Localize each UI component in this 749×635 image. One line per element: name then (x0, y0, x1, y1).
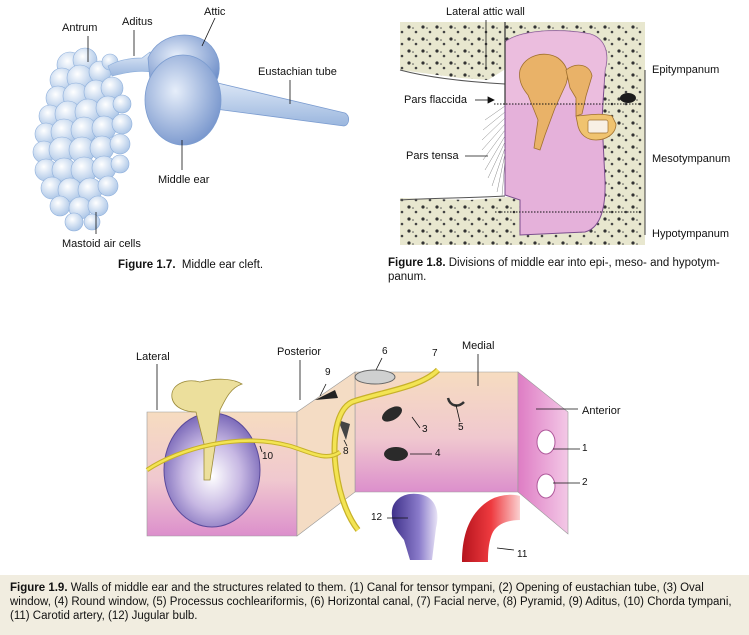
label-pars-flaccida: Pars flaccida (404, 94, 467, 106)
figure-1-8-caption-line2: panum. (388, 271, 427, 283)
label-aditus: Aditus (122, 16, 153, 28)
eustachian-tube-opening (536, 473, 556, 499)
number-8: 8 (343, 446, 349, 457)
canal-tensor-tympani-opening (536, 429, 556, 455)
number-4: 4 (435, 448, 441, 459)
incus-process (565, 64, 593, 117)
fig17-leader-lines (87, 17, 291, 234)
figure-1-9-caption-line1: Walls of middle ear and the structures r… (70, 582, 704, 594)
middle-ear-shape (144, 54, 222, 146)
fig18-leader-lines (465, 20, 646, 235)
label-middle-ear: Middle ear (158, 174, 210, 186)
number-5: 5 (458, 422, 464, 433)
label-anterior: Anterior (582, 405, 621, 417)
figure-1-7-drawing (32, 17, 350, 234)
mastoid-air-cells-shape (32, 47, 133, 232)
label-lateral-attic-wall: Lateral attic wall (446, 6, 525, 18)
label-mastoid-air-cells: Mastoid air cells (62, 238, 141, 250)
label-hypotympanum: Hypotympanum (652, 228, 730, 240)
number-6: 6 (382, 346, 388, 357)
label-epitympanum: Epitympanum (652, 64, 720, 76)
medial-wall (354, 371, 519, 493)
figure-1-7-caption: Figure 1.7. Middle ear cleft. (118, 258, 263, 272)
figure-1-8-caption-label: Figure 1.8. (388, 257, 446, 269)
number-7: 7 (432, 348, 438, 359)
figure-1-9-caption-line2: window, (4) Round window, (5) Processus … (10, 596, 732, 608)
round-window (384, 447, 408, 461)
figure-1-9-caption-label: Figure 1.9. (10, 582, 68, 594)
number-2: 2 (582, 477, 588, 488)
figure-1-9-drawing (145, 354, 580, 562)
number-11: 11 (517, 549, 528, 560)
jugular-bulb (391, 493, 438, 560)
processus-cochleariformis (446, 397, 465, 407)
eustachian-tube-shape (204, 79, 350, 127)
figure-1-7-caption-label: Figure 1.7. (118, 259, 176, 271)
fig19-leader-lines (156, 354, 580, 551)
figure-1-8-caption: Figure 1.8. Divisions of middle ear into… (388, 256, 743, 284)
label-eustachian-tube: Eustachian tube (258, 66, 337, 78)
figure-1-9-caption: Figure 1.9. Walls of middle ear and the … (10, 581, 745, 623)
number-12: 12 (371, 512, 383, 523)
label-attic: Attic (204, 6, 226, 18)
pyramid (338, 420, 350, 440)
pars-tensa-membrane (481, 105, 506, 197)
horizontal-canal (354, 369, 396, 385)
label-pars-tensa: Pars tensa (406, 150, 459, 162)
number-10: 10 (262, 451, 274, 462)
label-mesotympanum: Mesotympanum (652, 153, 731, 165)
label-posterior: Posterior (277, 346, 322, 358)
figure-1-8-caption-line1: Divisions of middle ear into epi-, meso-… (448, 257, 720, 269)
figure-1-8-drawing (399, 20, 646, 245)
label-lateral: Lateral (136, 351, 170, 363)
number-3: 3 (422, 424, 428, 435)
figure-1-9-caption-bg (0, 575, 749, 635)
number-9: 9 (325, 367, 331, 378)
aditus-opening (315, 390, 338, 400)
carotid-artery (462, 494, 520, 562)
label-medial: Medial (462, 340, 495, 352)
figure-1-9-caption-line3: (11) Carotid artery, (12) Jugular bulb. (10, 610, 198, 622)
number-1: 1 (582, 443, 588, 454)
malleus-incus (519, 53, 568, 151)
label-antrum: Antrum (62, 22, 98, 34)
malleus-shape (171, 378, 243, 481)
oval-window (382, 406, 402, 422)
figure-1-7-caption-text: Middle ear cleft. (181, 259, 264, 271)
